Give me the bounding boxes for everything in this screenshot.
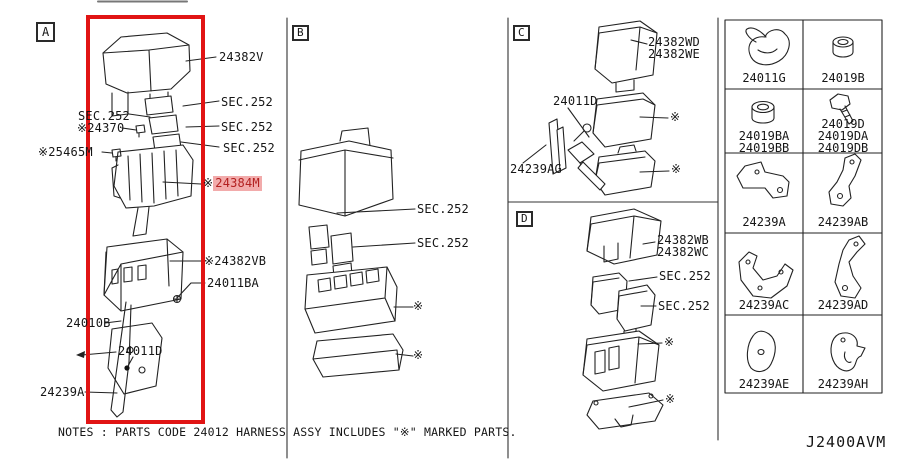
- table-part-24019db: 24019DB: [817, 141, 869, 155]
- table-part-24239ad[interactable]: 24239AD: [817, 298, 869, 312]
- section-tag-c: C: [513, 25, 530, 41]
- drawing-b-fuse-block: [305, 267, 397, 333]
- clip-25465m: [112, 149, 121, 161]
- drawing-bracket-24239a: [737, 162, 789, 198]
- drawing-c-cover: [595, 145, 655, 195]
- table-part-24019ba: 24019BA: [738, 129, 790, 143]
- leader-arrowhead: [76, 351, 85, 358]
- drawing-d-body: [583, 331, 659, 391]
- sec-ref-252-b1[interactable]: SEC.252: [417, 202, 469, 216]
- section-tag-a: A: [36, 22, 56, 42]
- drawing-a-relay-stack: [145, 96, 181, 151]
- part-label-24370[interactable]: ※24370: [77, 121, 125, 135]
- drawing-c-relay: [595, 21, 657, 92]
- part-number-24384m: 24384M: [213, 176, 262, 191]
- table-part-24239ah[interactable]: 24239AH: [817, 377, 869, 391]
- part-label-24384m-highlighted[interactable]: ※24384M: [203, 176, 262, 191]
- drawing-c-bracket-clip: [549, 119, 605, 190]
- reference-mark-c1: ※: [670, 110, 681, 124]
- drawing-bracket-24239ab: [829, 154, 861, 206]
- drawing-bolt-24019d: [830, 94, 853, 124]
- footnote: NOTES : PARTS CODE 24012 HARNESS ASSY IN…: [58, 425, 517, 439]
- drawing-bracket-24239ac: [739, 252, 793, 298]
- part-label-24011ba[interactable]: 24011BA: [207, 276, 259, 290]
- part-label-24382vb[interactable]: ※24382VB: [204, 254, 267, 268]
- table-part-24019d-da-db[interactable]: 24019D 24019DA 24019DB: [818, 118, 869, 154]
- drawing-c-holder: [593, 93, 655, 147]
- drawing-bracket-24239ad: [835, 236, 865, 298]
- table-part-24239ae[interactable]: 24239AE: [738, 377, 790, 391]
- drawing-b-cover: [299, 128, 393, 216]
- reference-mark-c2: ※: [671, 162, 682, 176]
- part-label-24382wd[interactable]: 24382WD: [648, 35, 700, 49]
- leaders-b: [337, 209, 415, 356]
- section-tag-d: D: [516, 211, 533, 227]
- grommet-dot-24011d: [124, 365, 130, 371]
- reference-mark-b2: ※: [413, 348, 424, 362]
- drawing-nut-24019b: [833, 37, 853, 57]
- part-label-24011d-c[interactable]: 24011D: [553, 94, 598, 108]
- part-label-24011d-a[interactable]: 24011D: [118, 344, 163, 358]
- sec-ref-252-d1[interactable]: SEC.252: [659, 269, 711, 283]
- table-part-24019d: 24019D: [821, 117, 865, 131]
- table-part-24239ac[interactable]: 24239AC: [738, 298, 790, 312]
- reference-mark: ※: [203, 176, 214, 190]
- leaders-c: [523, 40, 669, 172]
- part-label-24382wb[interactable]: 24382WB: [657, 233, 709, 247]
- table-part-24239ab[interactable]: 24239AB: [817, 215, 869, 229]
- part-label-24239a-a[interactable]: 24239A: [40, 385, 85, 399]
- sec-ref-252-d2[interactable]: SEC.252: [658, 299, 710, 313]
- drawing-d-relays: [591, 273, 655, 340]
- table-part-24019ba-bb[interactable]: 24019BA 24019BB: [739, 130, 790, 154]
- section-dividers: [287, 18, 718, 458]
- drawing-clamp-24239ah: [831, 333, 865, 371]
- part-label-24382wc[interactable]: 24382WC: [657, 245, 709, 259]
- highlight-frame-region-a: [86, 15, 205, 424]
- drawing-d-cover: [587, 209, 661, 264]
- drawing-b-fuses: [309, 225, 353, 277]
- leaders-d: [629, 242, 663, 407]
- hardware-table-grid: [725, 20, 882, 393]
- part-label-24239ag[interactable]: 24239AG: [510, 162, 562, 176]
- drawing-nut-24019ba: [752, 102, 774, 124]
- reference-mark-d1: ※: [664, 335, 675, 349]
- drawing-a-fuse-block: [112, 145, 193, 236]
- drawing-d-base-plate: [587, 393, 663, 429]
- sec-ref-252-b2[interactable]: SEC.252: [417, 236, 469, 250]
- table-part-24239a[interactable]: 24239A: [742, 215, 786, 229]
- table-part-24019bb: 24019BB: [738, 141, 790, 155]
- sec-ref-252-a-r1[interactable]: SEC.252: [221, 95, 273, 109]
- reference-mark-b1: ※: [413, 299, 424, 313]
- section-tag-b: B: [292, 25, 309, 41]
- sec-ref-252-a-r2[interactable]: SEC.252: [221, 120, 273, 134]
- diagram-code: J2400AVM: [806, 433, 887, 451]
- drawing-grommet-24011g: [746, 28, 789, 65]
- clip-24370: [136, 125, 145, 137]
- reference-mark-d2: ※: [665, 392, 676, 406]
- drawing-pad-24239ae: [747, 331, 775, 371]
- sec-ref-252-a-left[interactable]: SEC.252: [78, 109, 130, 123]
- table-part-24019da: 24019DA: [817, 129, 869, 143]
- table-part-24011g[interactable]: 24011G: [742, 71, 786, 85]
- part-label-24382we[interactable]: 24382WE: [648, 47, 700, 61]
- bolt-24011ba: [174, 296, 181, 303]
- drawing-a-bracket-stay: [108, 125, 181, 417]
- drawing-b-lower-cover: [313, 334, 403, 377]
- part-label-24382v[interactable]: 24382V: [219, 50, 264, 64]
- table-part-24019b[interactable]: 24019B: [821, 71, 865, 85]
- part-label-25465m[interactable]: ※25465M: [38, 145, 93, 159]
- sec-ref-252-a-r3[interactable]: SEC.252: [223, 141, 275, 155]
- part-label-24010b[interactable]: 24010B: [66, 316, 111, 330]
